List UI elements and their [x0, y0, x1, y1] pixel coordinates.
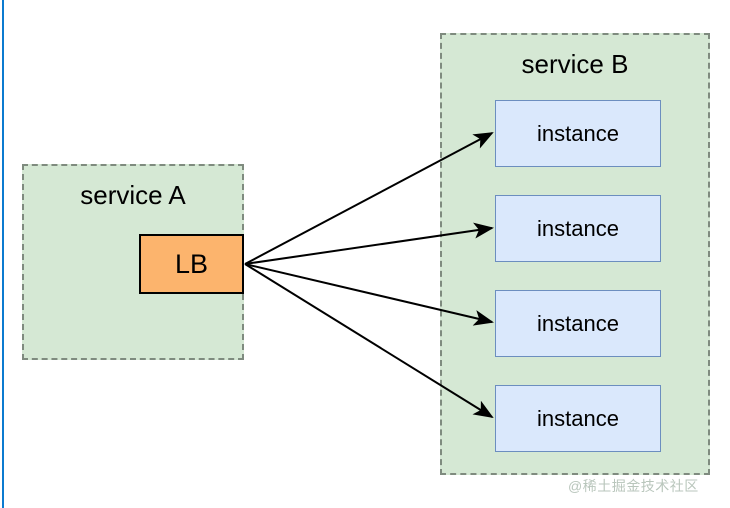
instance-label: instance: [537, 310, 619, 336]
instance-label: instance: [537, 120, 619, 146]
watermark: @稀土掘金技术社区: [568, 478, 699, 494]
instance-node-1[interactable]: instance: [495, 100, 661, 167]
instance-node-4[interactable]: instance: [495, 385, 661, 452]
load-balancer-node[interactable]: LB: [139, 234, 244, 294]
service-b-label: service B: [521, 49, 629, 79]
instance-label: instance: [537, 405, 619, 431]
instance-node-3[interactable]: instance: [495, 290, 661, 357]
load-balancer-label: LB: [174, 248, 209, 279]
instance-node-2[interactable]: instance: [495, 195, 661, 262]
service-a-label: service A: [80, 180, 186, 210]
instance-label: instance: [537, 215, 619, 241]
left-edge-rail: [2, 0, 4, 508]
